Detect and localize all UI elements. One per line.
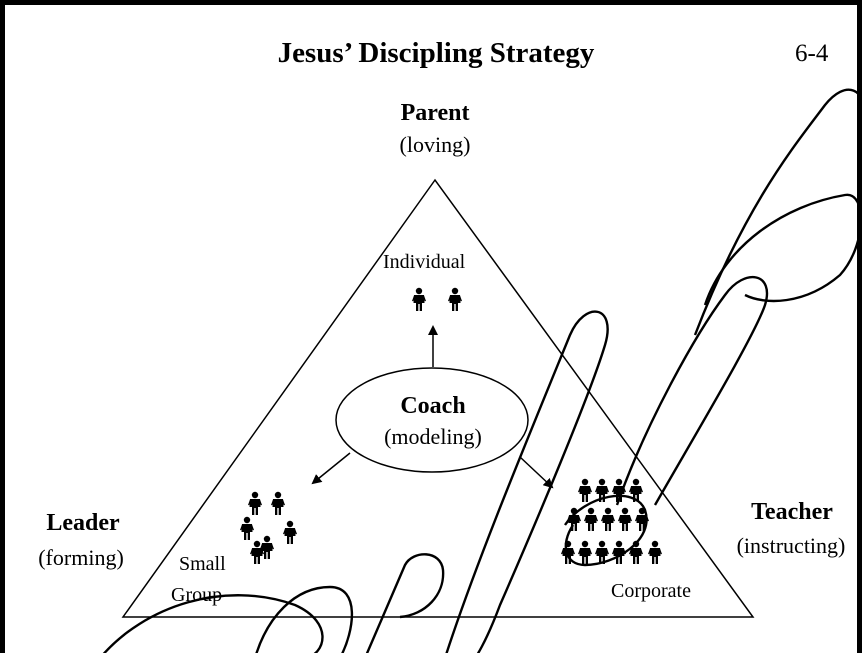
leader-label: Leader <box>46 510 120 536</box>
diagram-canvas <box>102 88 857 653</box>
coach-description: (modeling) <box>384 424 482 449</box>
coach-ellipse <box>335 367 529 473</box>
arrow-to-small-group <box>311 452 351 485</box>
leader-description: (forming) <box>38 545 124 570</box>
corporate-label: Corporate <box>611 580 691 602</box>
small-group-label-line2: Group <box>171 584 223 606</box>
small-group-people-icon <box>240 491 297 564</box>
coach-label: Coach <box>400 393 466 419</box>
individual-label: Individual <box>383 251 466 273</box>
teacher-label: Teacher <box>751 499 833 525</box>
small-group-label-line1: Small <box>179 553 226 575</box>
parent-label: Parent <box>400 100 470 126</box>
page-number: 6-4 <box>795 40 829 67</box>
arrow-to-corporate <box>519 456 554 489</box>
parent-description: (loving) <box>399 132 471 157</box>
individual-people-icon <box>412 287 462 311</box>
corporate-people-icon <box>561 478 662 564</box>
strategy-triangle <box>121 178 755 618</box>
teacher-description: (instructing) <box>736 533 846 558</box>
page-title: Jesus’ Discipling Strategy <box>277 37 595 69</box>
